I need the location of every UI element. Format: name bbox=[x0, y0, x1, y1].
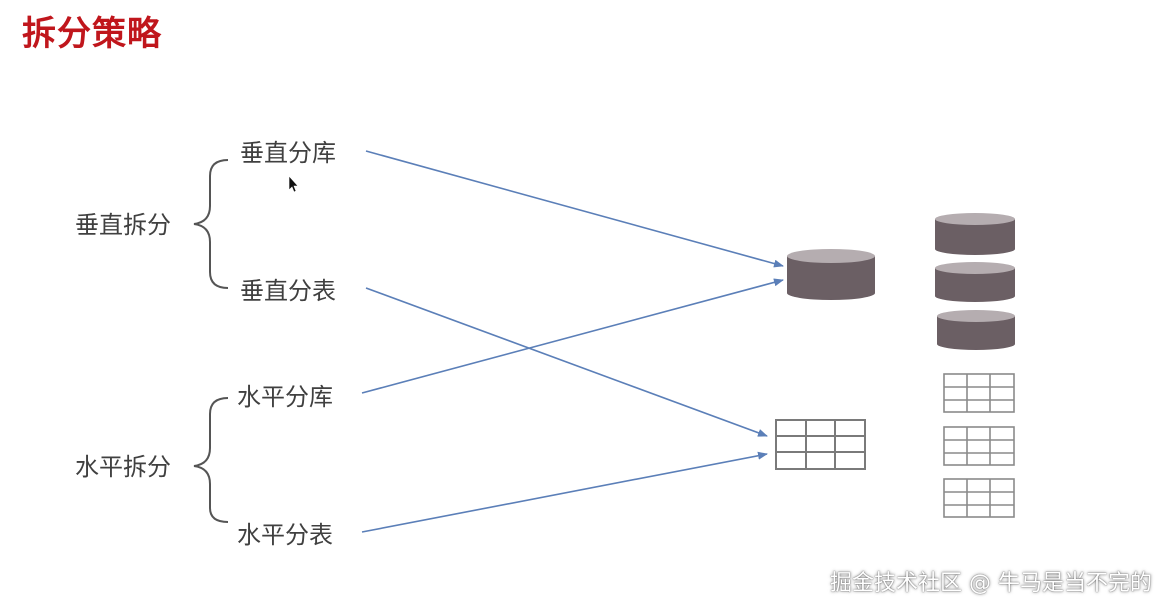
database-icon bbox=[935, 213, 1015, 255]
brace-horizontal bbox=[193, 397, 229, 523]
table-icon bbox=[775, 419, 866, 470]
group-label-horizontal: 水平拆分 bbox=[75, 453, 171, 481]
arrow-vertical-table-to-table bbox=[365, 287, 768, 437]
item-vertical-table: 垂直分表 bbox=[240, 277, 336, 305]
arrow-vertical-db-to-database bbox=[365, 150, 784, 268]
cursor-icon bbox=[288, 175, 299, 193]
table-icon bbox=[943, 373, 1015, 413]
arrow-horizontal-db-to-database bbox=[361, 278, 784, 394]
group-label-vertical: 垂直拆分 bbox=[75, 211, 171, 239]
database-icon bbox=[935, 262, 1015, 302]
item-horizontal-table: 水平分表 bbox=[237, 521, 333, 549]
item-vertical-db: 垂直分库 bbox=[240, 139, 336, 167]
page-title: 拆分策略 bbox=[22, 14, 162, 54]
database-icon bbox=[787, 249, 875, 300]
watermark: 掘金技术社区 @ 牛马是当不完的 bbox=[830, 571, 1152, 596]
table-icon bbox=[943, 426, 1015, 466]
brace-vertical bbox=[193, 159, 229, 289]
arrow-horizontal-table-to-table bbox=[361, 451, 768, 533]
table-icon bbox=[943, 478, 1015, 518]
item-horizontal-db: 水平分库 bbox=[237, 383, 333, 411]
database-icon bbox=[937, 310, 1015, 350]
